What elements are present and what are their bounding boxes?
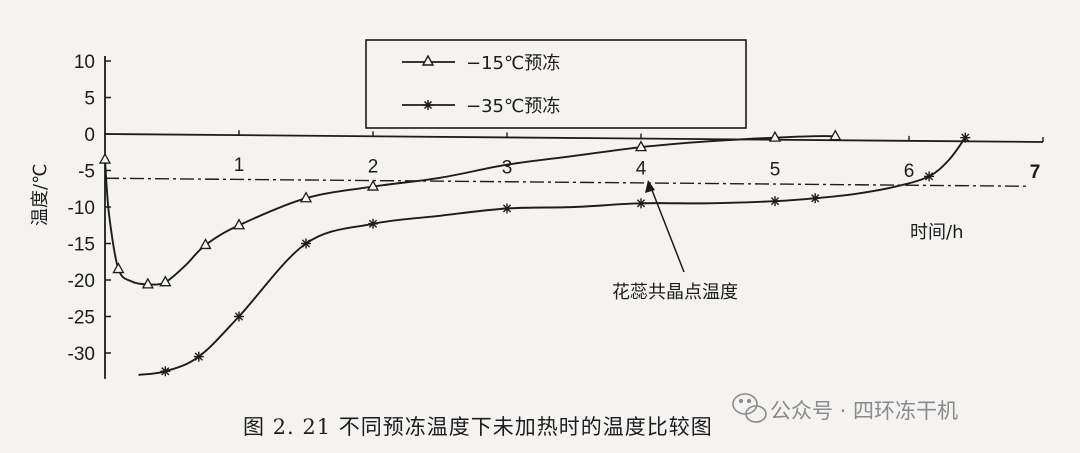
y-tick-label-7: -25 <box>68 308 95 329</box>
y-tick-label-8: -30 <box>68 344 95 365</box>
axes-layer: 10 5 0 -5 -10 -15 -20 -25 -30 1 2 3 4 5 6 7 <box>68 52 1044 379</box>
eutectic-reference-line <box>104 177 1030 187</box>
series-0-point-2 <box>141 277 154 289</box>
series-1-point-6 <box>636 198 646 209</box>
legend-asterisk-marker <box>423 100 433 110</box>
annotation-eutectic-label: 花蕊共晶点温度 <box>612 282 738 303</box>
series-1 <box>138 132 971 377</box>
x-tick-label-4: 5 <box>770 160 781 181</box>
series-1-point-3 <box>301 238 311 249</box>
y-tick-label-3: -5 <box>78 162 95 183</box>
series-0-point-6 <box>299 191 313 203</box>
x-tick-label-0: 1 <box>234 155 245 176</box>
x-tick-label-5: 6 <box>904 161 915 182</box>
series-0 <box>98 129 842 289</box>
watermark-text: 公众号 · 四环冻干机 <box>770 399 958 423</box>
y-tick-label-5: -15 <box>68 235 95 256</box>
x-axis-line <box>104 133 1044 143</box>
y-tick-label-1: 5 <box>84 89 95 110</box>
watermark: 公众号 · 四环冻干机 <box>732 393 958 423</box>
reference-line-layer <box>104 177 1030 187</box>
series-0-point-9 <box>768 130 782 142</box>
legend-box <box>365 39 747 129</box>
y-tick-label-2: 0 <box>84 125 95 146</box>
series-line-0 <box>104 135 836 286</box>
series-0-point-3 <box>159 275 172 287</box>
series-1-point-8 <box>810 193 821 204</box>
figure-caption: 图 2. 21 不同预冻温度下未加热时的温度比较图 <box>243 415 713 439</box>
series-1-point-9 <box>924 171 935 182</box>
y-tick-label-6: -20 <box>68 271 95 292</box>
y-tick-label-4: -10 <box>68 198 95 219</box>
annotation-arrow-head <box>645 180 655 193</box>
series-1-point-4 <box>368 218 378 229</box>
series-1-point-5 <box>502 203 512 214</box>
x-tick-label-6: 7 <box>1030 162 1041 183</box>
x-tick-label-3: 4 <box>636 159 647 180</box>
series-0-point-1 <box>112 262 125 274</box>
x-tick-label-1: 2 <box>368 156 379 177</box>
annotation-arrow-line <box>649 184 685 273</box>
wechat-icon <box>732 393 767 423</box>
series-1-point-1 <box>193 351 204 362</box>
series-1-point-10 <box>960 132 971 143</box>
series-1-point-0 <box>160 366 171 377</box>
series-0-point-0 <box>98 152 112 164</box>
series-0-point-5 <box>232 218 246 230</box>
series-0-point-4 <box>199 238 212 250</box>
series-line-1 <box>138 137 967 376</box>
series-layer <box>98 129 971 377</box>
y-tick-label-0: 10 <box>74 52 95 73</box>
legend-triangle-marker <box>421 54 435 66</box>
y-axis-label: 温度/℃ <box>30 164 51 226</box>
series-0-point-8 <box>634 140 648 152</box>
series-1-point-7 <box>770 196 780 207</box>
series-0-point-10 <box>829 129 842 141</box>
series-0-point-7 <box>366 179 380 191</box>
x-axis-label: 时间/h <box>910 222 963 243</box>
series-1-point-2 <box>234 311 244 322</box>
legend-label-minus15: −15℃预冻 <box>466 53 560 74</box>
legend-label-minus35: −35℃预冻 <box>466 96 560 117</box>
legend: −15℃预冻 −35℃预冻 <box>365 39 747 129</box>
x-tick-label-2: 3 <box>502 157 513 178</box>
